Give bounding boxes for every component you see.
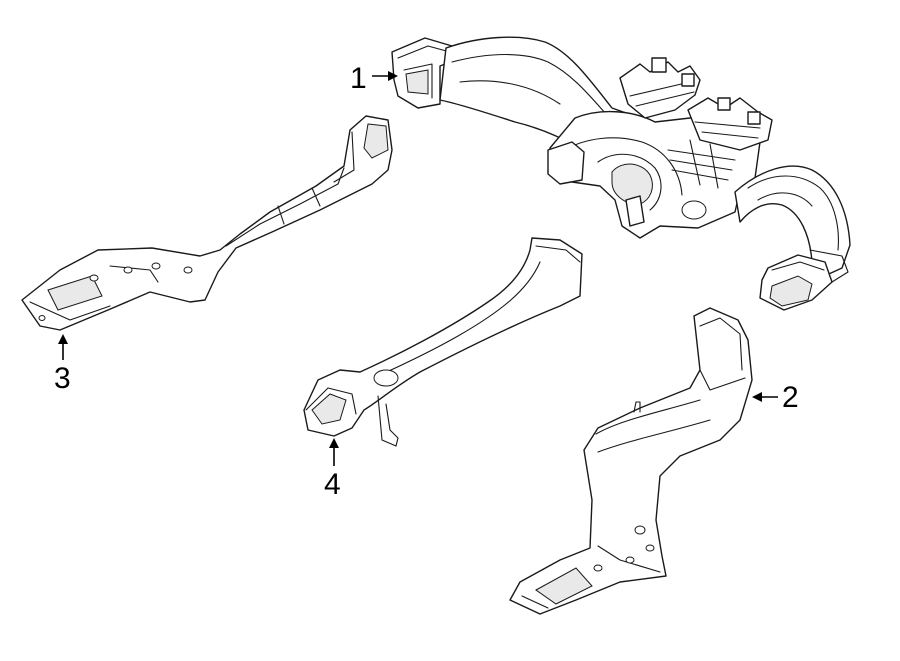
callout-1-label: 1 xyxy=(350,62,367,95)
callout-2-arrow xyxy=(752,392,762,402)
callout-4-label: 4 xyxy=(324,468,341,501)
callout-1-arrow xyxy=(388,71,398,81)
callout-3-arrow xyxy=(58,334,68,344)
callout-4: 4 xyxy=(324,438,341,501)
callout-2: 2 xyxy=(752,381,799,414)
callout-3-label: 3 xyxy=(54,362,71,395)
part-3-floor-duct-left xyxy=(21,115,393,331)
part-4-center-duct xyxy=(303,237,583,447)
part-2-floor-duct-right xyxy=(509,307,753,615)
callout-2-label: 2 xyxy=(782,381,799,414)
callout-4-arrow xyxy=(329,438,339,448)
callout-1: 1 xyxy=(350,62,398,95)
callout-3: 3 xyxy=(54,334,71,395)
part-1-main-duct xyxy=(391,36,851,311)
